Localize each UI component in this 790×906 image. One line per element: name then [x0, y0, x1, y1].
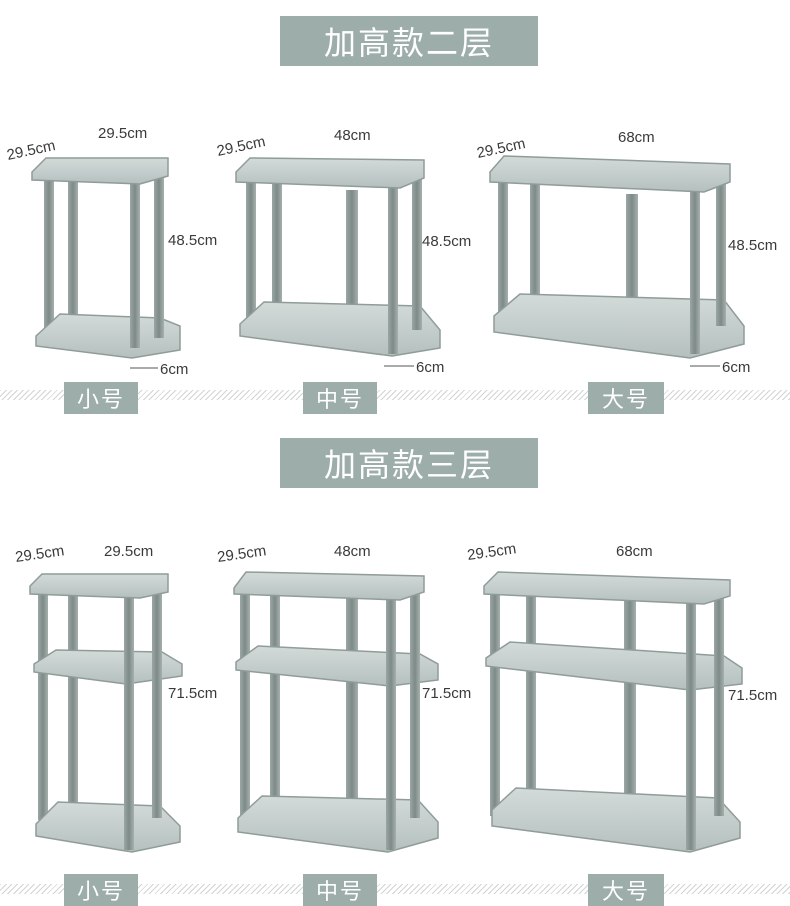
rack-two-tier-medium [235, 157, 441, 357]
hatch-divider [0, 884, 790, 894]
dimension-width: 48cm [334, 543, 371, 560]
dimension-depth: 29.5cm [14, 542, 65, 566]
rack-two-tier-small [31, 157, 181, 359]
dimension-height: 48.5cm [728, 237, 777, 254]
size-label-small: 小号 [64, 382, 138, 414]
size-label-medium: 中号 [303, 874, 377, 906]
rack-two-tier-large [489, 155, 745, 359]
size-label-large: 大号 [588, 382, 664, 414]
dimension-height: 71.5cm [168, 685, 217, 702]
dimension-height: 71.5cm [728, 687, 777, 704]
dimension-width: 48cm [334, 127, 371, 144]
dimension-width: 29.5cm [104, 543, 153, 560]
rack-three-tier-medium [233, 571, 439, 853]
dimension-height: 71.5cm [422, 685, 471, 702]
dimension-width: 29.5cm [98, 125, 147, 142]
dimension-gap: 6cm [160, 361, 188, 378]
dimension-gap: 6cm [416, 359, 444, 376]
size-label-large: 大号 [588, 874, 664, 906]
dimension-height: 48.5cm [168, 232, 217, 249]
dimension-height: 48.5cm [422, 233, 471, 250]
size-label-medium: 中号 [303, 382, 377, 414]
size-label-small: 小号 [64, 874, 138, 906]
hatch-divider [0, 390, 790, 400]
section-title-three-tier: 加高款三层 [280, 438, 538, 488]
rack-three-tier-large [483, 571, 743, 853]
dimension-width: 68cm [616, 543, 653, 560]
dimension-width: 68cm [618, 129, 655, 146]
dimension-depth: 29.5cm [466, 540, 517, 564]
rack-three-tier-small [29, 573, 183, 853]
section-title-two-tier: 加高款二层 [280, 16, 538, 66]
dimension-depth: 29.5cm [216, 542, 267, 566]
dimension-depth: 29.5cm [215, 133, 267, 160]
dimension-gap: 6cm [722, 359, 750, 376]
